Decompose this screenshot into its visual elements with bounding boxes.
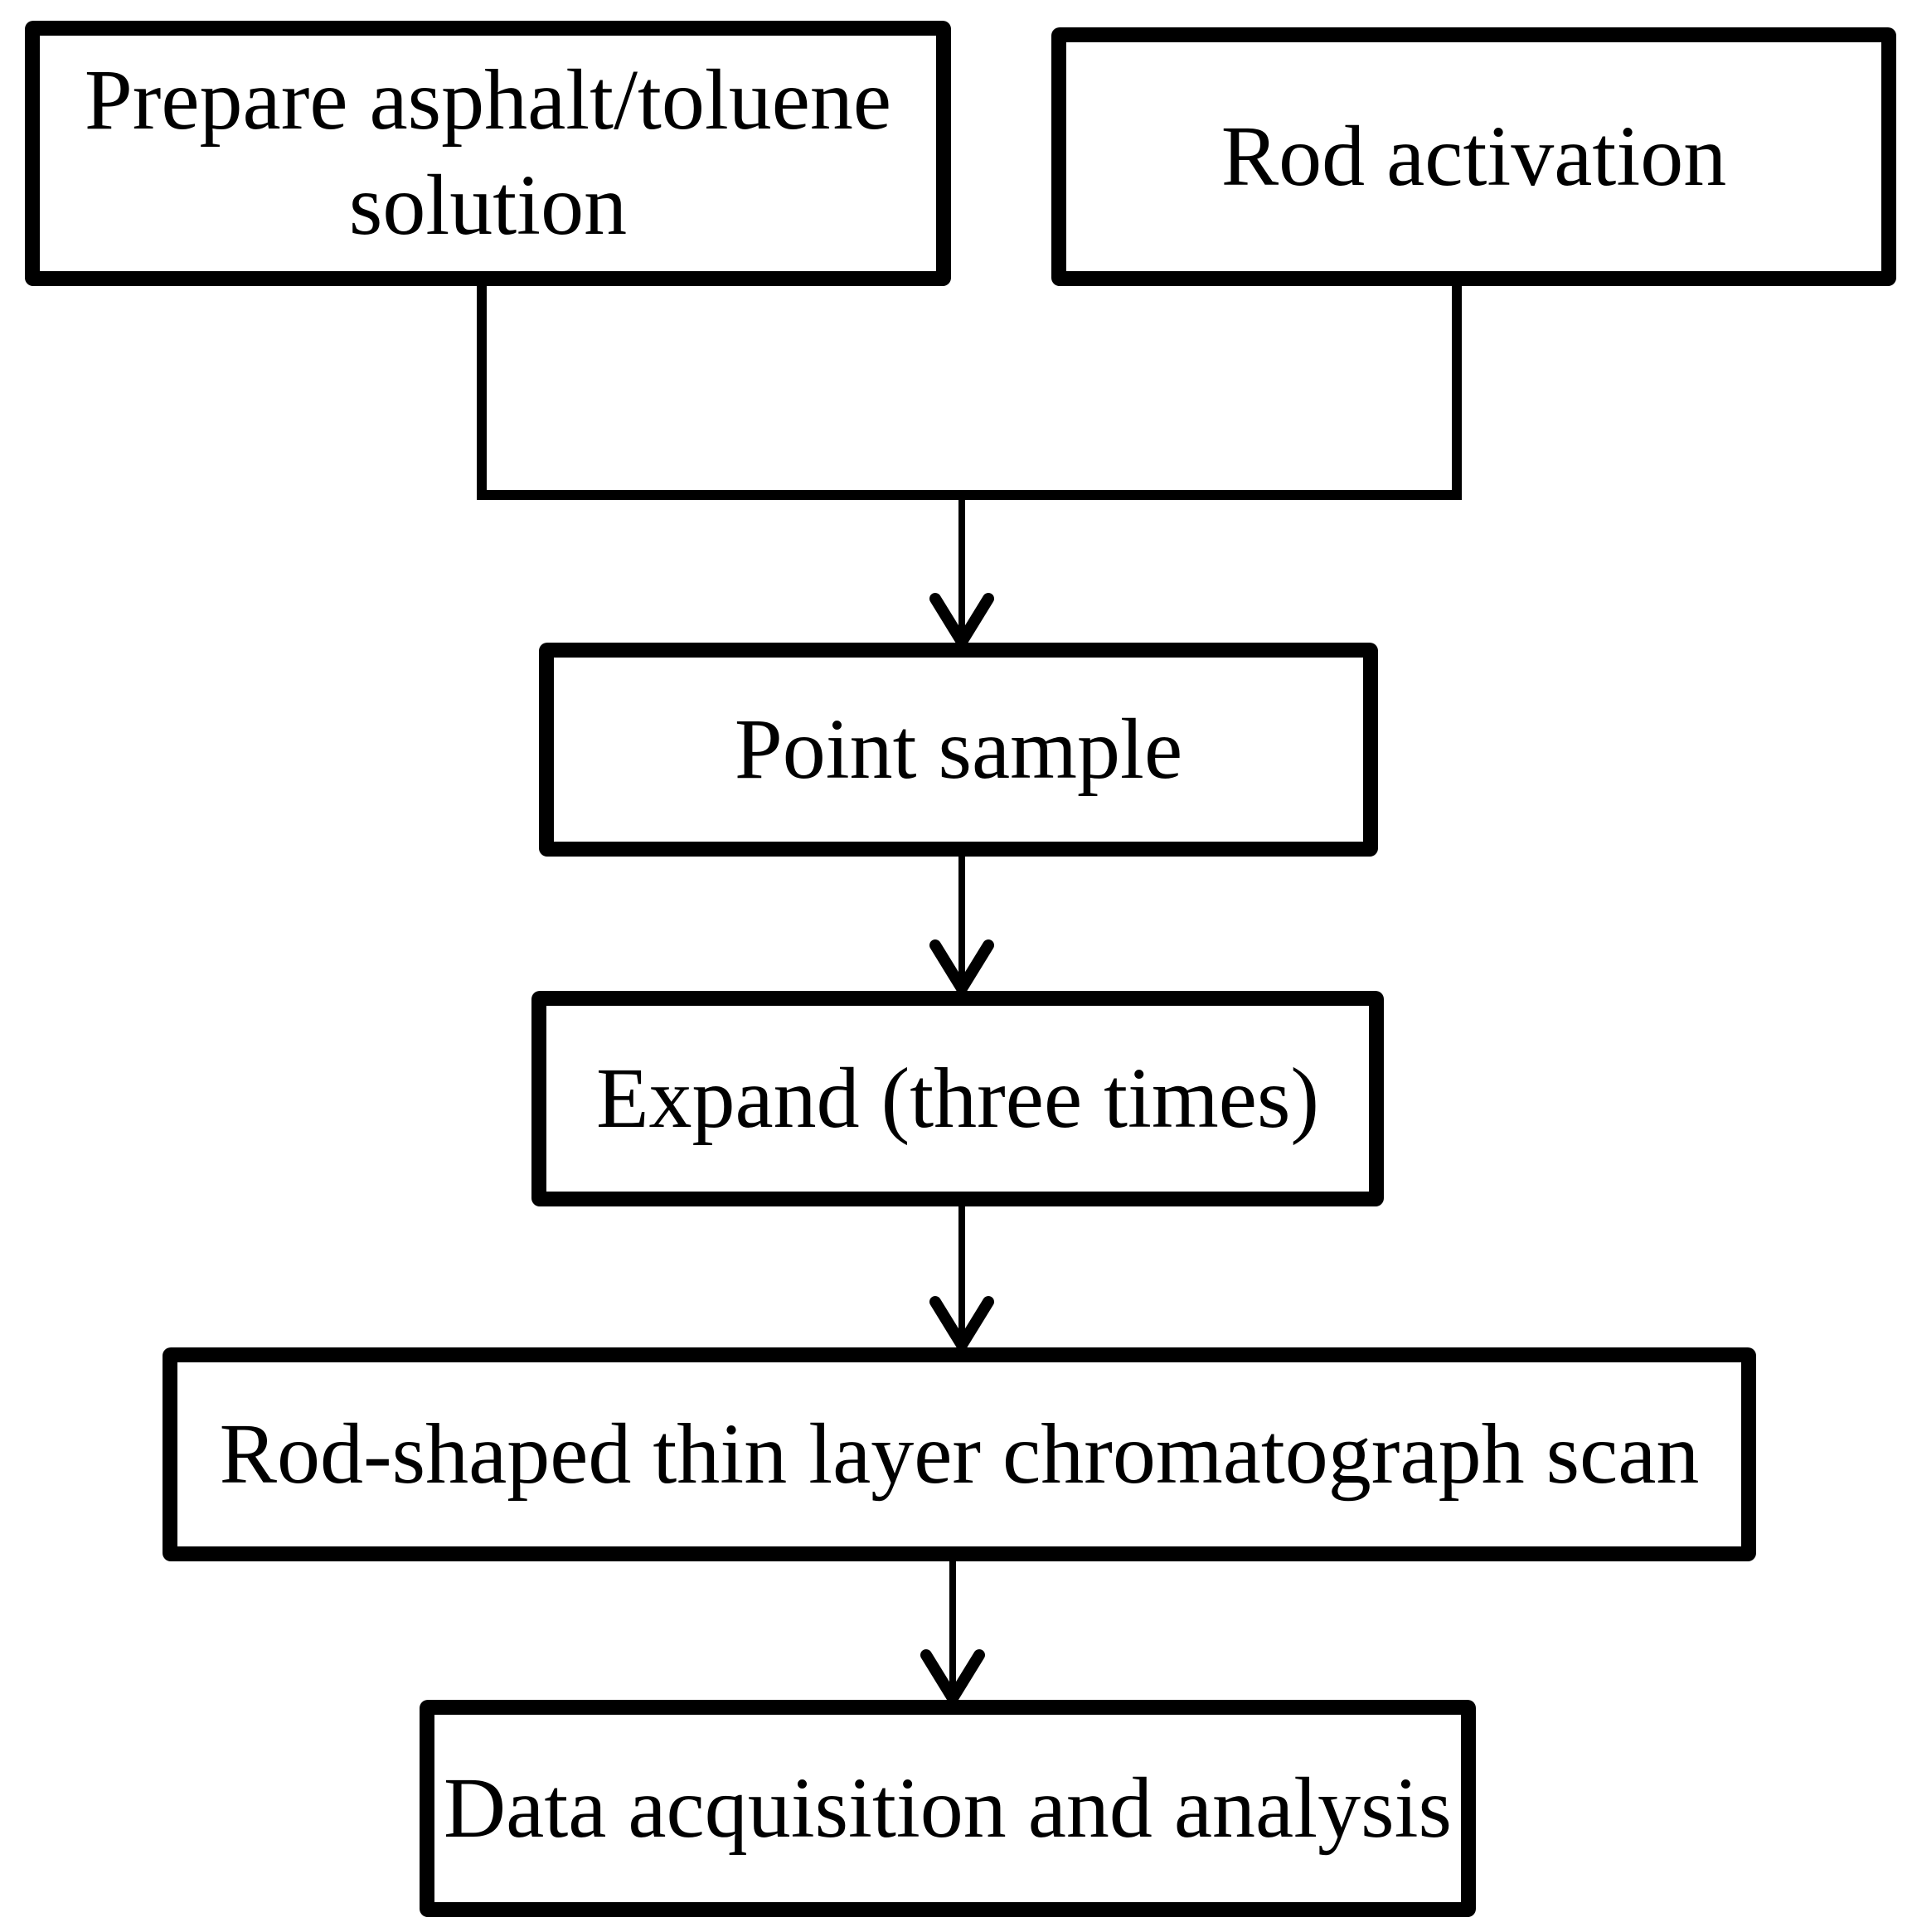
node-label: Expand (three times) (595, 1050, 1320, 1146)
node-data-acquisition-analysis: Data acquisition and analysis (420, 1700, 1476, 1917)
node-rod-shaped-tlc-scan: Rod-shaped thin layer chromatograph scan (163, 1347, 1756, 1561)
node-prepare-asphalt-toluene-solution: Prepare asphalt/toluene solution (25, 21, 951, 286)
node-label: Point sample (734, 701, 1183, 797)
arrow-down-icon (929, 498, 994, 648)
arrow-down-icon (929, 1204, 994, 1351)
node-expand-three-times: Expand (three times) (531, 991, 1384, 1206)
node-label: Rod-shaped thin layer chromatograph scan (219, 1405, 1700, 1502)
merge-connector-line (477, 282, 1462, 500)
arrow-down-icon (929, 854, 994, 994)
node-rod-activation: Rod activation (1051, 27, 1896, 286)
node-point-sample: Point sample (539, 643, 1378, 857)
node-label: Rod activation (1220, 108, 1727, 204)
arrow-down-icon (920, 1559, 985, 1704)
node-label: Prepare asphalt/toluene solution (84, 52, 892, 253)
node-label: Data acquisition and analysis (444, 1760, 1452, 1856)
